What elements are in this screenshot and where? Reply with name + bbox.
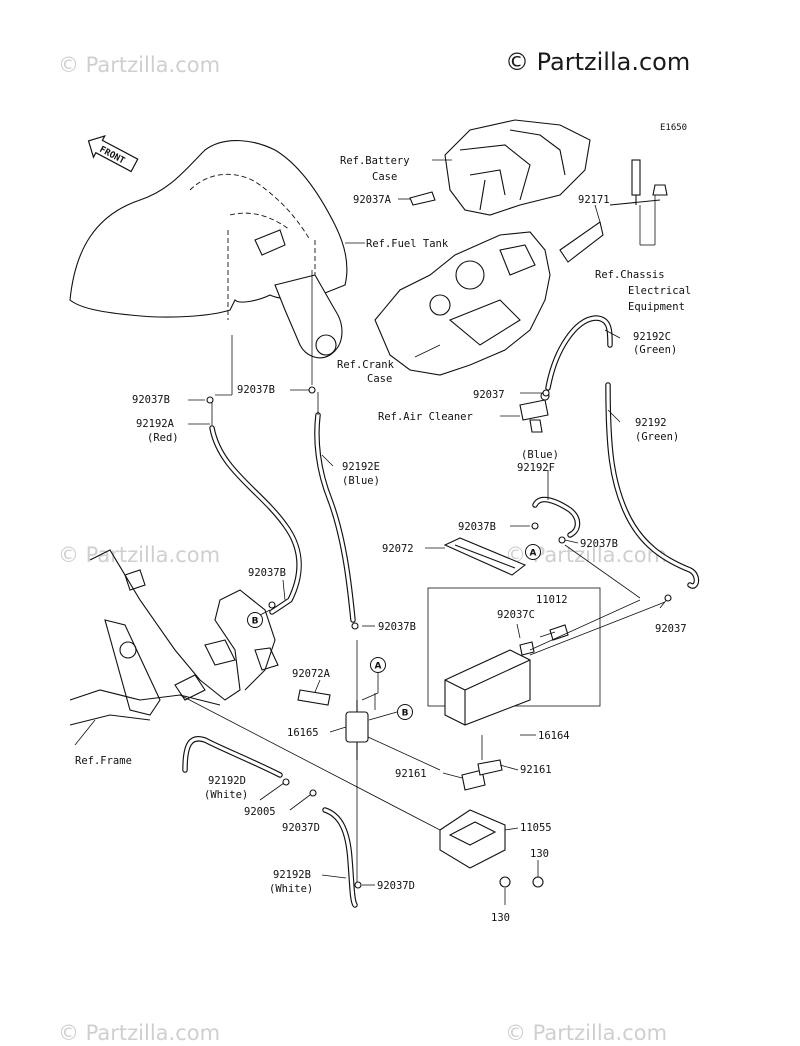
air-cleaner-fitting (519, 391, 550, 433)
label-92005: 92005 (244, 806, 276, 818)
callout-a-right: A (525, 544, 541, 560)
canister-16164 (427, 587, 666, 726)
label-92161-a: 92161 (395, 768, 427, 780)
label-92192f: 92192F (517, 462, 555, 474)
svg-text:A: A (530, 549, 537, 559)
label-92192b: 92192B (273, 869, 311, 881)
label-92161-b: 92161 (520, 764, 552, 776)
label-16165: 16165 (287, 727, 319, 739)
label-white-2: (White) (269, 883, 313, 895)
label-blue-2: (Blue) (521, 449, 559, 461)
label-92037d-b: 92037D (377, 880, 415, 892)
chassis-electrical-part (559, 159, 668, 263)
label-92037a: 92037A (353, 194, 392, 206)
strap-92072 (443, 537, 527, 576)
strap-92072a (297, 689, 331, 706)
label-white-1: (White) (204, 789, 248, 801)
hose-92192a (209, 425, 302, 615)
label-16164: 16164 (538, 730, 570, 742)
label-ref-fuel-tank: Ref.Fuel Tank (366, 238, 449, 250)
frame-outline (69, 549, 441, 831)
watermark-bottom-right: © Partzilla.com (505, 1021, 667, 1045)
callout-b-filter: B (397, 704, 413, 720)
crank-case-outline (374, 231, 551, 376)
front-arrow-icon: FRONT (87, 134, 139, 173)
label-92037b-a: 92037B (132, 394, 170, 406)
label-92037b-c: 92037B (458, 521, 496, 533)
label-ref-chassis: Ref.Chassis (595, 269, 665, 281)
label-92037-b: 92037 (655, 623, 687, 635)
label-92072a: 92072A (292, 668, 331, 680)
label-92171: 92171 (578, 194, 610, 206)
label-ref-crank-case-2: Case (367, 373, 392, 385)
label-green-1: (Green) (633, 344, 677, 356)
label-92037b-f: 92037B (378, 621, 416, 633)
label-ref-battery-case: Ref.Battery (340, 155, 410, 167)
hose-92192d (182, 736, 283, 778)
callout-b-left: B (247, 612, 263, 628)
diagram-code: E1650 (660, 123, 687, 133)
label-92037-a: 92037 (473, 389, 505, 401)
label-92192c: 92192C (633, 331, 671, 343)
label-green-2: (Green) (635, 431, 679, 443)
battery-case-outline (398, 119, 591, 216)
label-92037b-d: 92037B (580, 538, 618, 550)
label-11055: 11055 (520, 822, 552, 834)
hose-92192e (314, 412, 356, 623)
svg-text:B: B (402, 709, 409, 719)
label-92037b-b: 92037B (237, 384, 275, 396)
hose-92192 (605, 382, 700, 589)
svg-text:A: A (375, 662, 382, 672)
hose-92192c (545, 315, 613, 391)
label-ref-chassis-3: Equipment (628, 301, 685, 313)
bracket-11055 (439, 735, 544, 888)
label-92192d: 92192D (208, 775, 246, 787)
label-blue-1: (Blue) (342, 475, 380, 487)
label-130-a: 130 (530, 848, 549, 860)
label-92072: 92072 (382, 543, 414, 555)
svg-text:B: B (252, 617, 259, 627)
label-red: (Red) (147, 432, 179, 444)
label-92037b-e: 92037B (248, 567, 286, 579)
label-ref-chassis-2: Electrical (628, 285, 691, 297)
brand-logo: © Partzilla.com (505, 48, 690, 76)
label-ref-crank-case: Ref.Crank (337, 359, 395, 371)
label-92192e: 92192E (342, 461, 380, 473)
watermark-bottom-left: © Partzilla.com (58, 1021, 220, 1045)
filter-16165 (345, 640, 369, 885)
watermark-mid-left: © Partzilla.com (58, 543, 220, 567)
hose-92192f (532, 496, 581, 538)
leader-lines (188, 270, 669, 905)
label-ref-frame: Ref.Frame (75, 755, 132, 767)
part-labels: Ref.Battery Case 92037A 92171 Ref.Fuel T… (75, 155, 691, 924)
hose-92192b (322, 807, 358, 908)
label-ref-air-cleaner: Ref.Air Cleaner (378, 411, 473, 423)
label-ref-battery-case-2: Case (372, 171, 397, 183)
label-92037d-a: 92037D (282, 822, 320, 834)
fuel-tank-outline (69, 139, 365, 359)
watermark-top-left: © Partzilla.com (58, 53, 220, 77)
label-11012: 11012 (536, 594, 568, 606)
clamp-markers (206, 386, 672, 889)
label-92037c: 92037C (497, 609, 535, 621)
label-92192: 92192 (635, 417, 667, 429)
label-92192a: 92192A (136, 418, 175, 430)
callout-a-top: A (361, 657, 386, 701)
label-130-b: 130 (491, 912, 510, 924)
